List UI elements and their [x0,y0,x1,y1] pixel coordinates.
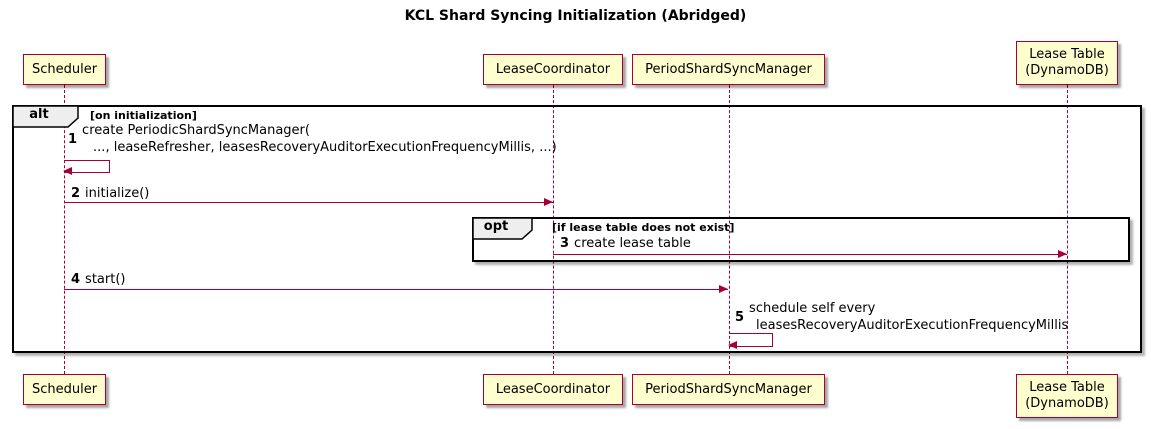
lifeline-periodshardsyncmanager [728,85,730,374]
participant-leasetable-bottom: Lease Table (DynamoDB) [1016,374,1118,418]
message-4-text: start() [85,272,126,287]
participant-scheduler-top: Scheduler [23,54,106,85]
message-1-number: 1 [68,131,78,147]
message-5-label: 5 schedule self every leasesRecoveryAudi… [735,300,1068,334]
participant-periodshardsyncmanager-bottom-label: PeriodShardSyncManager [645,381,812,397]
message-4-number: 4 [71,272,81,287]
alt-operator-label: alt [29,107,49,122]
alt-frame-tab [12,105,79,128]
participant-scheduler-bottom-label: Scheduler [31,381,98,397]
message-1-text-line1: create PeriodicShardSyncManager( [82,123,310,138]
message-5-text-line1: schedule self every [749,301,876,316]
participant-leasecoordinator-top-label: LeaseCoordinator [495,61,611,77]
participant-periodshardsyncmanager-top: PeriodShardSyncManager [632,54,825,85]
participant-leasetable-top: Lease Table (DynamoDB) [1016,41,1118,85]
participant-leasetable-bottom-label2: (DynamoDB) [1025,396,1109,411]
lifeline-leasecoordinator [553,85,554,374]
opt-guard-label: [if lease table does not exist] [552,221,735,234]
message-1-self-arrow [63,160,110,175]
lifeline-leasetable [1067,85,1068,374]
message-2-arrow [64,198,553,206]
message-2-label: 2 initialize() [71,186,149,201]
lifeline-scheduler [63,85,65,374]
message-5-number: 5 [735,309,745,325]
participant-leasecoordinator-top: LeaseCoordinator [483,54,623,85]
message-5-text-line2: leasesRecoveryAuditorExecutionFrequencyM… [756,318,1069,333]
message-1-text-line2: ..., leaseRefresher, leasesRecoveryAudit… [93,140,557,155]
participant-periodshardsyncmanager-bottom: PeriodShardSyncManager [632,374,825,405]
diagram-title: KCL Shard Syncing Initialization (Abridg… [404,8,747,24]
message-4-arrow [64,285,728,293]
message-3-arrow [553,250,1067,258]
alt-guard-label: [on initialization] [90,109,197,122]
message-3-text: create lease table [574,236,691,251]
participant-leasetable-top-label1: Lease Table [1029,47,1105,62]
opt-frame-tab [472,217,533,240]
participant-periodshardsyncmanager-top-label: PeriodShardSyncManager [645,61,812,77]
participant-leasecoordinator-bottom: LeaseCoordinator [483,374,623,405]
message-2-text: initialize() [85,186,150,201]
alt-frame [12,105,1142,353]
message-1-label: 1 create PeriodicShardSyncManager( ..., … [68,122,557,156]
message-3-number: 3 [560,236,570,251]
message-3-label: 3 create lease table [560,236,691,251]
participant-scheduler-bottom: Scheduler [23,374,106,405]
participant-scheduler-top-label: Scheduler [31,61,98,77]
participant-leasetable-bottom-label1: Lease Table [1029,380,1105,395]
participant-leasetable-top-label2: (DynamoDB) [1025,63,1109,78]
message-4-label: 4 start() [71,272,125,287]
participant-leasecoordinator-bottom-label: LeaseCoordinator [495,381,611,397]
message-5-self-arrow [728,333,773,349]
opt-operator-label: opt [483,219,509,234]
message-2-number: 2 [71,186,81,201]
